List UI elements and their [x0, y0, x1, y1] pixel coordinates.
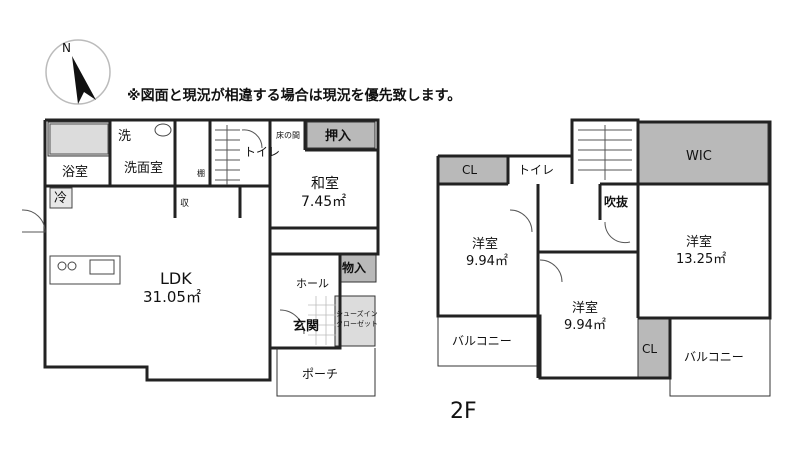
room-label-balcony-2: バルコニー [684, 350, 744, 364]
room-label-genkan: 玄関 [293, 318, 319, 334]
room-label-tokonoma: 床の間 [276, 130, 300, 140]
room-label-senmenshitsu: 洗面室 [124, 160, 163, 176]
room-label-sen: 洗 [118, 129, 131, 144]
room-label-porch: ポーチ [302, 367, 338, 381]
room-label-youshitsu3-name: 洋室 [686, 234, 712, 250]
room-label-shuu: 収 [180, 197, 189, 209]
room-label-youshitsu1-name: 洋室 [472, 236, 498, 252]
room-label-ldk-area: 31.05㎡ [143, 288, 201, 306]
compass: N [45, 39, 111, 105]
room-label-tana: 棚 [197, 168, 205, 178]
north-arrow-icon [72, 56, 96, 104]
room-label-youshitsu3-area: 13.25㎡ [676, 252, 726, 267]
room-label-youshitsu1-area: 9.94㎡ [466, 254, 508, 269]
room-label-hall: ホール [296, 277, 329, 290]
compass-label: N [62, 41, 71, 55]
room-label-shoes1: シューズイン [336, 309, 378, 318]
floor-2-label: 2F [450, 399, 477, 424]
floor-1-plan [21, 118, 380, 397]
room-label-yokushitsu: 浴室 [62, 164, 88, 180]
floor-2-plan [436, 118, 772, 397]
room-label-wic: WIC [686, 149, 712, 164]
room-label-shoes2: クローゼット [336, 319, 378, 328]
notice-text: ※図面と現況が相違する場合は現況を優先致します。 [127, 87, 461, 104]
room-label-toilet-2f: トイレ [518, 163, 554, 177]
room-label-cl-1: CL [462, 163, 477, 177]
room-label-cl-2: CL [642, 342, 657, 356]
room-label-youshitsu2-name: 洋室 [572, 300, 598, 316]
room-label-fukinuke: 吹抜 [604, 194, 629, 209]
room-label-washitsu-area: 7.45㎡ [301, 194, 346, 210]
room-label-balcony-1: バルコニー [452, 334, 512, 348]
room-label-toilet-1f: トイレ [244, 145, 280, 159]
room-label-rei: 冷 [54, 191, 67, 206]
room-label-youshitsu2-area: 9.94㎡ [564, 318, 606, 333]
room-label-washitsu-name: 和室 [311, 175, 339, 192]
room-label-oshiire: 押入 [325, 128, 351, 144]
room-label-monoire: 物入 [342, 260, 366, 275]
room-label-ldk-name: LDK [160, 269, 192, 288]
